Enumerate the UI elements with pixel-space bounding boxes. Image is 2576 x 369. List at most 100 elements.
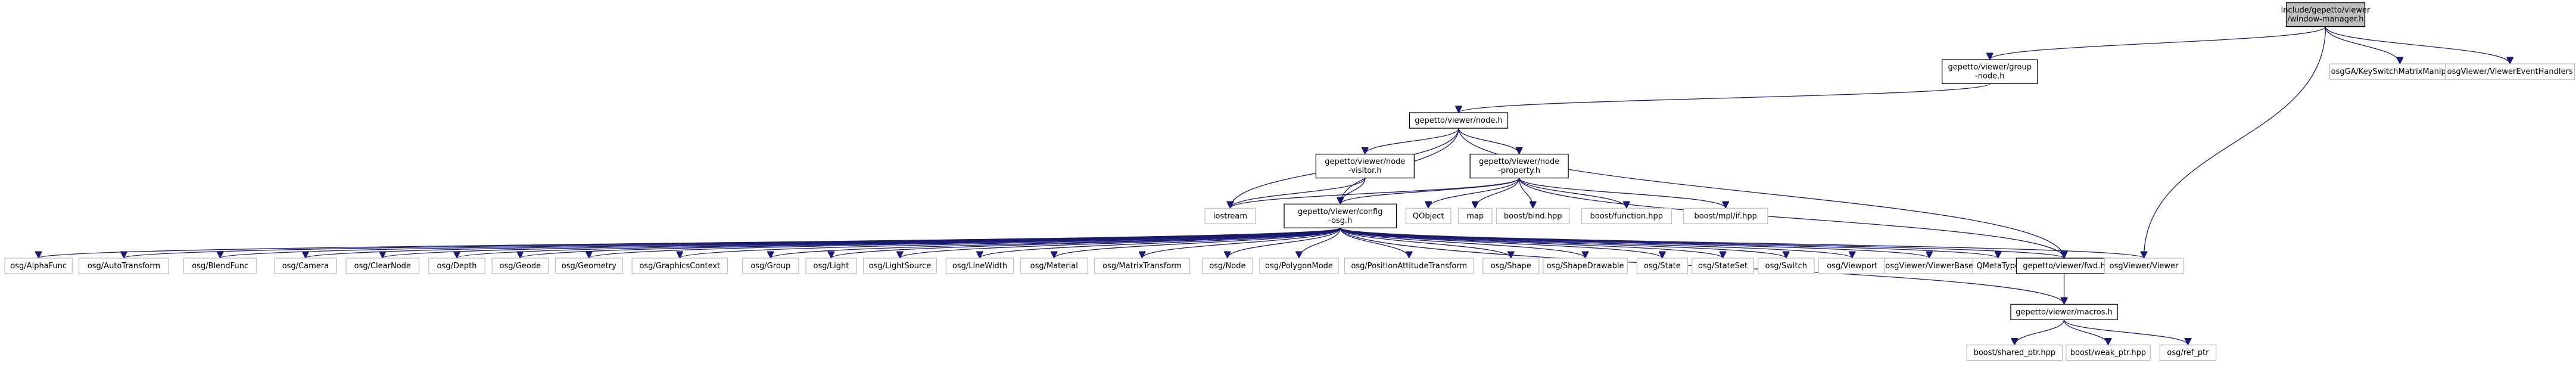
edge-config_osg-to-osg_depth: [457, 227, 1341, 259]
node-eventhandlers: osgViewer/ViewerEventHandlers: [2445, 63, 2575, 80]
node-qobject: QObject: [1405, 207, 1451, 224]
node-box: [1020, 258, 1088, 274]
node-label: osg/Light: [814, 262, 849, 271]
node-label: osg/Group: [750, 262, 790, 271]
node-osg-shapedrawable: osg/ShapeDrawable: [1543, 258, 1628, 274]
node-label: boost/function.hpp: [1590, 212, 1663, 221]
node-qmetatype: QMetaType: [1972, 258, 2024, 274]
node-boost-weak-ptr: boost/weak_ptr.hpp: [2066, 345, 2151, 361]
node-label: boost/weak_ptr.hpp: [2070, 349, 2146, 358]
node-macros-h[interactable]: gepetto/viewer/macros.h: [2010, 303, 2118, 321]
edge-config_osg-to-osg_node: [1228, 228, 1341, 259]
node-osg-camera: osg/Camera: [274, 258, 337, 274]
edge-config_osg-to-osg_blendfunc: [220, 227, 1341, 259]
node-fwd-h[interactable]: gepetto/viewer/fwd.h: [2016, 258, 2113, 274]
edge-node_property-to-qobject: [1428, 178, 1520, 209]
node-box: [1094, 258, 1191, 274]
edge-node_property-to-map: [1475, 178, 1520, 209]
node-osg-group: osg/Group: [742, 258, 799, 274]
node-label: iostream: [1213, 212, 1247, 221]
node-label: osg/AutoTransform: [88, 262, 160, 271]
node-box: [4, 258, 73, 274]
edge-config_osg-to-osg_pat: [1340, 228, 1409, 259]
node-label: osg/StateSet: [1698, 262, 1748, 271]
node-label: osg/ClearNode: [354, 262, 411, 271]
node-box: [274, 258, 337, 274]
node-label: osg/Depth: [437, 262, 477, 271]
node-label: gepetto/viewer/node: [1325, 157, 1405, 166]
node-node-visitor[interactable]: gepetto/viewer/node-visitor.h: [1315, 153, 1415, 179]
node-box: [1315, 153, 1415, 179]
edge-config_osg-to-osgviewer_viewer: [1340, 227, 2144, 259]
node-group-node[interactable]: gepetto/viewer/group-node.h: [1942, 59, 2038, 84]
node-box: [631, 258, 728, 274]
edge-node_h-to-fwd_h: [1458, 128, 2064, 258]
node-box: [805, 258, 857, 274]
edge-config_osg-to-osg_state: [1340, 227, 1662, 259]
node-osg-depth: osg/Depth: [428, 258, 485, 274]
node-box: [1204, 207, 1256, 224]
node-node-h[interactable]: gepetto/viewer/node.h: [1409, 112, 1509, 129]
node-label: gepetto/viewer/config: [1298, 207, 1382, 216]
node-boost-mpl: boost/mpl/if.hpp: [1683, 207, 1768, 224]
node-label: map: [1466, 212, 1484, 221]
node-box: [1692, 258, 1755, 274]
node-osg-alphafunc: osg/AlphaFunc: [4, 258, 73, 274]
node-osg-pat: osg/PositionAttitudeTransform: [1344, 258, 1474, 274]
node-node-property[interactable]: gepetto/viewer/node-property.h: [1469, 153, 1569, 179]
edge-root-to-group_node: [1990, 26, 2326, 60]
node-config-osg[interactable]: gepetto/viewer/config-osg.h: [1284, 203, 1397, 228]
node-box: [1284, 203, 1397, 228]
edge-root-to-eventhandlers: [2325, 26, 2510, 64]
node-label: -node.h: [1975, 72, 2005, 81]
node-label: include/gepetto/viewer: [2281, 6, 2371, 15]
node-label: osgViewer/ViewerBase: [1885, 262, 1973, 271]
node-osg-shape: osg/Shape: [1482, 258, 1540, 274]
node-box: [1758, 258, 1815, 274]
edge-config_osg-to-osg_stateset: [1340, 227, 1722, 259]
node-label: osgViewer/Viewer: [2110, 262, 2179, 271]
node-osg-viewport: osg/Viewport: [1818, 258, 1886, 274]
node-label: osg/LightSource: [869, 262, 931, 271]
node-root[interactable]: include/gepetto/viewer/window-manager.h: [2281, 2, 2371, 27]
node-label: gepetto/viewer/fwd.h: [2023, 262, 2105, 271]
node-label: boost/bind.hpp: [1504, 212, 1562, 221]
node-label: osg/State: [1644, 262, 1681, 271]
node-label: osg/Shape: [1491, 262, 1531, 271]
node-osg-clearnode: osg/ClearNode: [345, 258, 420, 274]
node-boost-bind: boost/bind.hpp: [1496, 207, 1570, 224]
node-box: [1683, 207, 1768, 224]
node-box: [1581, 207, 1672, 224]
node-box: [1409, 112, 1509, 129]
node-osg-lightsource: osg/LightSource: [863, 258, 937, 274]
node-label: osg/Switch: [1765, 262, 1807, 271]
node-label: osg/LineWidth: [952, 262, 1007, 271]
node-label: gepetto/viewer/macros.h: [2016, 308, 2113, 317]
node-label: gepetto/viewer/node.h: [1415, 116, 1503, 125]
node-osgviewer-viewer: osgViewer/Viewer: [2104, 258, 2184, 274]
node-osgviewer-viewerbase: osgViewer/ViewerBase: [1884, 258, 1975, 274]
nodes-layer: include/gepetto/viewer/window-manager.h g…: [4, 2, 2575, 361]
node-box: [78, 258, 169, 274]
node-iostream: iostream: [1204, 207, 1256, 224]
node-boost-shared-ptr: boost/shared_ptr.hpp: [1966, 345, 2063, 361]
node-label: boost/mpl/if.hpp: [1694, 212, 1756, 221]
edge-node_property-to-boost_function: [1518, 178, 1627, 209]
node-label: osg/Geometry: [562, 262, 616, 271]
node-label: -visitor.h: [1348, 166, 1382, 175]
node-box: [1636, 258, 1688, 274]
node-box: [345, 258, 420, 274]
node-box: [1201, 258, 1253, 274]
edge-config_osg-to-osg_graphicscontext: [680, 227, 1341, 259]
node-osg-matrixtransform: osg/MatrixTransform: [1094, 258, 1191, 274]
node-box: [1966, 345, 2063, 361]
edge-config_osg-to-osg_polygonmode: [1299, 228, 1341, 259]
edge-config_osg-to-osg_alphafunc: [39, 227, 1341, 259]
edge-root-to-keyswitch: [2325, 26, 2400, 64]
node-boost-function: boost/function.hpp: [1581, 207, 1672, 224]
node-label: osg/PositionAttitudeTransform: [1351, 262, 1467, 271]
node-osg-ref-ptr: osg/ref_ptr: [2159, 345, 2217, 361]
node-osg-switch: osg/Switch: [1758, 258, 1815, 274]
edge-config_osg-to-osg_light: [831, 227, 1341, 259]
